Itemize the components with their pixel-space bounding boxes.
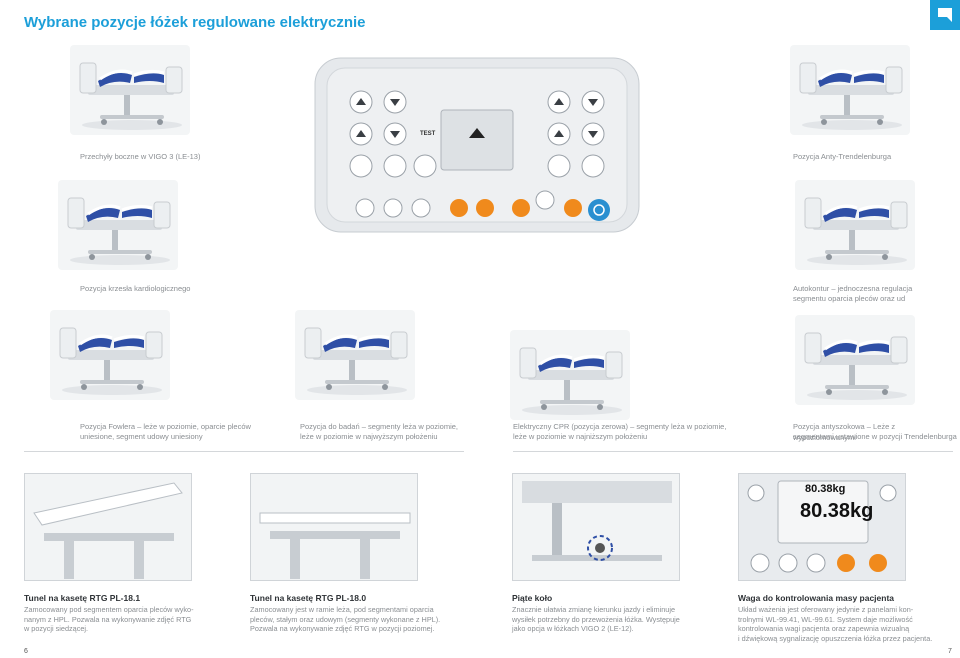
caption-side-tilt: Przechyły boczne w VIGO 3 (LE-13) bbox=[80, 152, 201, 161]
caption-antishock-2: segmentami ustawione w pozycji Trendelen… bbox=[793, 432, 957, 441]
feature-title-rtg-18-0: Tunel na kasetę RTG PL-18.0 bbox=[250, 593, 367, 603]
logo-mark-icon bbox=[938, 8, 952, 22]
feature-desc-scale: Układ ważenia jest oferowany jedynie z p… bbox=[738, 605, 933, 643]
weight-display-small: 80.38kg bbox=[805, 483, 846, 495]
caption-exam-1: Pozycja do badań – segmenty leża w pozio… bbox=[300, 422, 459, 431]
brand-logo bbox=[930, 0, 960, 30]
caption-autocontour-2: segmentu oparcia pleców oraz ud bbox=[793, 294, 906, 303]
weighing-panel-image bbox=[738, 473, 906, 581]
feature-title-rtg-18-1: Tunel na kasetę RTG PL-18.1 bbox=[24, 593, 141, 603]
panel-test-label: TEST bbox=[420, 131, 436, 137]
control-panel-image bbox=[314, 57, 640, 233]
rtg-tunnel-18-0-image bbox=[250, 473, 418, 581]
caption-antishock-1: Pozycja antyszokowa – Leże z wypoziomowa… bbox=[793, 422, 896, 442]
bed-antishock-image bbox=[795, 315, 917, 407]
caption-fowler-2: uniesione, segment udowy uniesiony bbox=[80, 432, 203, 441]
bed-fowler-image bbox=[50, 310, 172, 402]
divider-right bbox=[513, 451, 953, 452]
caption-cpr-2: leże w poziomie w najniższym położeniu bbox=[513, 432, 648, 441]
weight-display-large: 80.38kg bbox=[800, 500, 874, 522]
page-number-right: 7 bbox=[948, 648, 952, 655]
feature-desc-fifth-wheel: Znacznie ułatwia zmianę kierunku jazdy i… bbox=[512, 605, 680, 634]
caption-cpr-1: Elektryczny CPR (pozycja zerowa) – segme… bbox=[513, 422, 727, 431]
bed-autocontour-image bbox=[795, 180, 917, 272]
bed-side-tilt-image bbox=[70, 45, 192, 137]
rtg-tunnel-18-1-image bbox=[24, 473, 192, 581]
feature-title-scale: Waga do kontrolowania masy pacjenta bbox=[738, 593, 895, 603]
divider-left bbox=[24, 451, 464, 452]
bed-cardio-chair-image bbox=[58, 180, 180, 272]
caption-cardio-chair: Pozycja krzesła kardiologicznego bbox=[80, 284, 191, 293]
feature-desc-rtg-18-0: Zamocowany jest w ramie leża, pod segmen… bbox=[250, 605, 441, 634]
caption-anti-trendelenburg: Pozycja Anty-Trendelenburga bbox=[793, 152, 892, 161]
page-title: Wybrane pozycje łóżek regulowane elektry… bbox=[24, 14, 366, 31]
caption-autocontour-1: Autokontur – jednoczesna regulacja bbox=[793, 284, 913, 293]
bed-examination-image bbox=[295, 310, 417, 402]
fifth-wheel-image bbox=[512, 473, 680, 581]
feature-desc-rtg-18-1: Zamocowany pod segmentem oparcia pleców … bbox=[24, 605, 194, 634]
page-number-left: 6 bbox=[24, 648, 28, 655]
caption-exam-2: leże w poziomie w najwyższym położeniu bbox=[300, 432, 438, 441]
caption-fowler-1: Pozycja Fowlera – leże w poziomie, oparc… bbox=[80, 422, 251, 431]
feature-title-fifth-wheel: Piąte koło bbox=[512, 593, 553, 603]
bed-cpr-image bbox=[510, 330, 632, 420]
bed-anti-trendelenburg-image bbox=[790, 45, 912, 137]
